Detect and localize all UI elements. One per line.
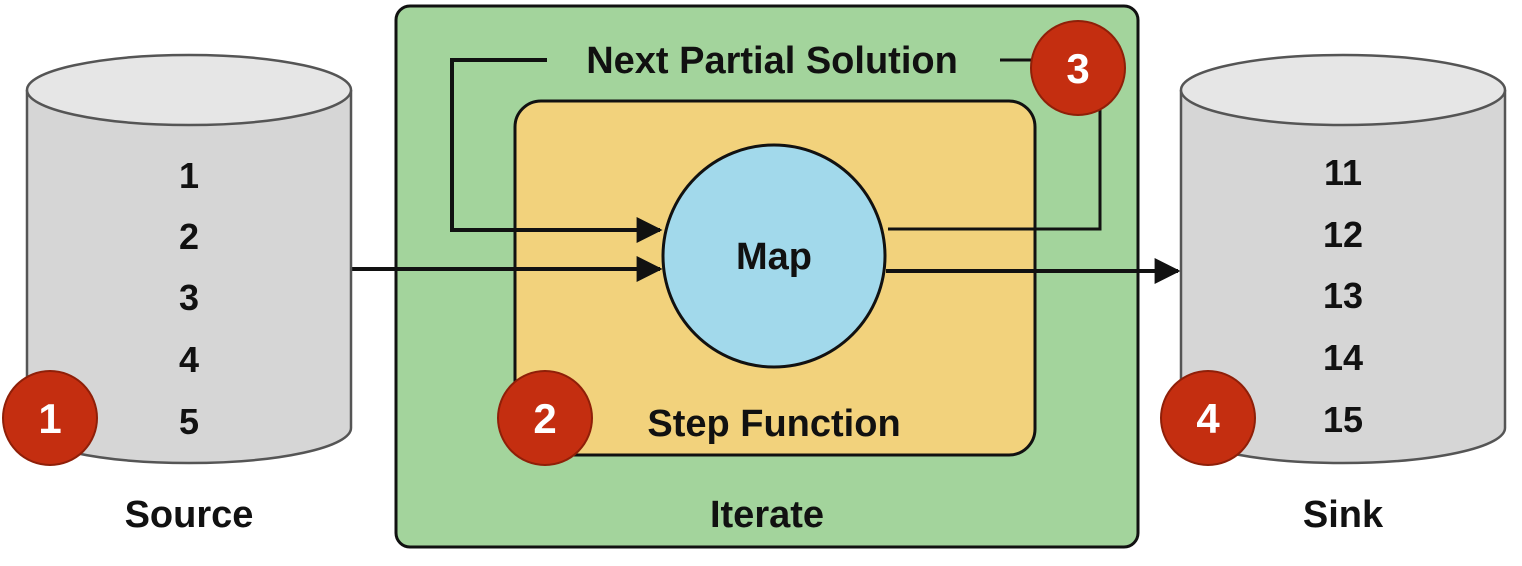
- badge-number: 4: [1196, 395, 1220, 442]
- sink-item: 13: [1323, 275, 1363, 316]
- sink-label: Sink: [1303, 494, 1384, 536]
- badge-circle: [497, 370, 593, 466]
- map-circle: [661, 143, 887, 369]
- source-item: 2: [179, 216, 199, 257]
- map-label: Map: [736, 236, 812, 278]
- sink-item: 15: [1323, 399, 1363, 440]
- badge-3: 3: [1030, 20, 1126, 116]
- badge-circle: [1160, 370, 1256, 466]
- iterate-label: Iterate: [710, 494, 824, 536]
- sink-cylinder: 11 12 13 14 15 Sink: [1179, 53, 1507, 536]
- step-function-label: Step Function: [647, 403, 900, 445]
- badge-2: 2: [497, 370, 593, 466]
- badge-number: 3: [1066, 45, 1089, 92]
- badge-1: 1: [2, 370, 98, 466]
- source-item: 1: [179, 155, 199, 196]
- source-label: Source: [125, 494, 254, 536]
- source-cylinder: 1 2 3 4 5 Source: [25, 53, 353, 536]
- sink-item: 12: [1323, 214, 1363, 255]
- map-operator: Map: [661, 143, 887, 369]
- sink-cylinder-top: [1179, 53, 1507, 127]
- badge-number: 1: [38, 395, 61, 442]
- sink-item: 14: [1323, 337, 1363, 378]
- badge-circle: [1030, 20, 1126, 116]
- badge-circle: [2, 370, 98, 466]
- feedback-arrow-left: [450, 58, 663, 243]
- badge-number: 2: [533, 395, 556, 442]
- badge-4: 4: [1160, 370, 1256, 466]
- source-item: 5: [179, 401, 199, 442]
- source-item: 4: [179, 339, 199, 380]
- source-cylinder-top: [25, 53, 353, 127]
- next-partial-solution-label: Next Partial Solution: [586, 40, 958, 82]
- sink-item: 11: [1324, 152, 1362, 193]
- source-item: 3: [179, 277, 199, 318]
